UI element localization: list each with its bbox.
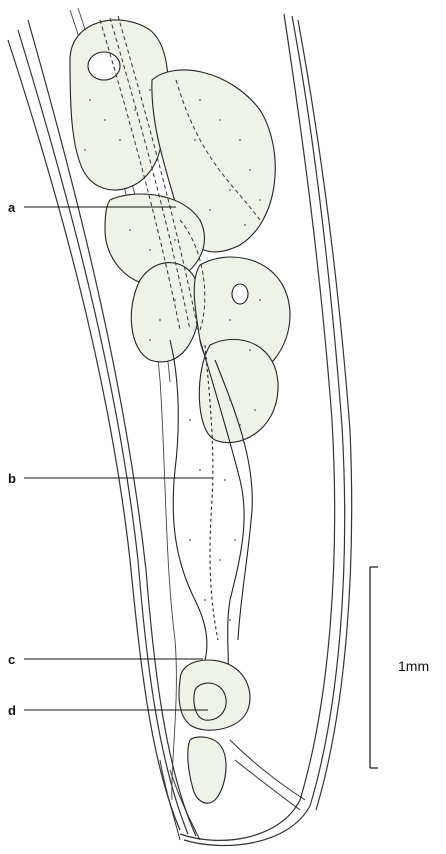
label-d: d [8,703,16,718]
lower-bulbs [179,660,250,803]
scale-bar [370,567,378,768]
egg-nucleus-middle [232,284,248,304]
bulb-lower [188,737,226,803]
label-c: c [8,652,15,667]
label-a: a [8,200,16,215]
terminal-strands [160,740,305,840]
label-b: b [8,471,16,486]
scale-bar-label: 1mm [398,658,429,674]
egg-lobe-right-lower [199,339,278,442]
egg-nucleus-top [88,52,120,80]
bulb-inner [194,683,226,720]
egg-chambers [70,20,290,443]
egg-lobe-left [131,263,200,362]
